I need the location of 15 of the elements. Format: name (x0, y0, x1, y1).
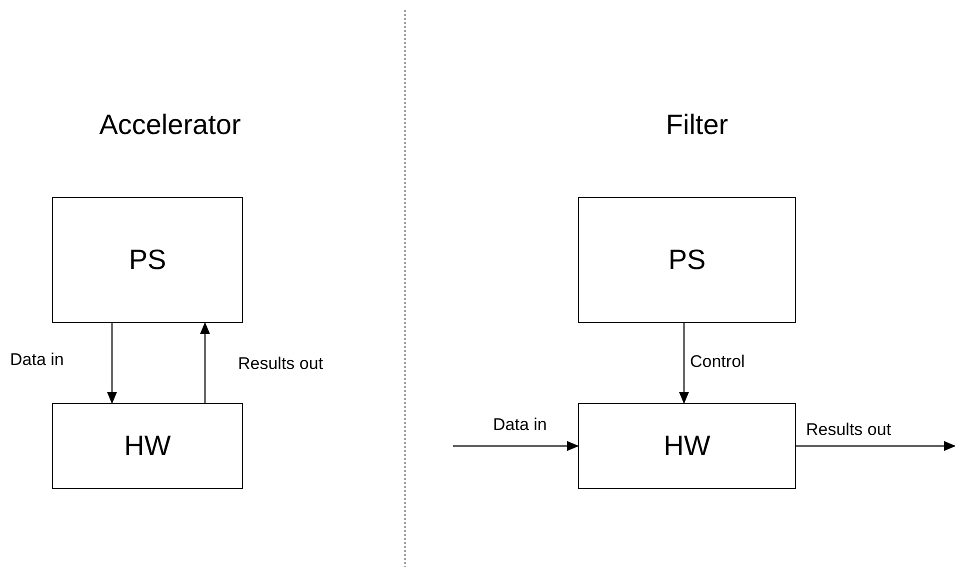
section-title: Accelerator (99, 109, 241, 141)
arrow (796, 441, 955, 451)
block-label: HW (664, 430, 710, 462)
block-label: PS (668, 244, 706, 276)
block-label: PS (128, 244, 166, 276)
arrow (200, 322, 210, 403)
block-box (578, 197, 796, 323)
arrow (453, 441, 579, 451)
arrow (679, 323, 689, 404)
block-box (578, 403, 796, 489)
block-box (52, 403, 243, 489)
arrow (107, 323, 117, 404)
block-label: HW (124, 430, 171, 462)
section-title: Filter (666, 109, 728, 141)
block-box (52, 197, 243, 323)
